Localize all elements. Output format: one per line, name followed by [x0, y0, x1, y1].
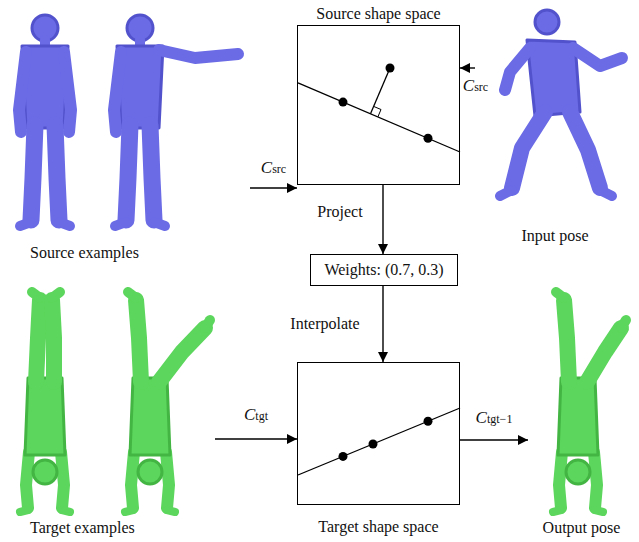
step-label: Project — [317, 203, 362, 221]
node-label: Target shape space — [298, 518, 459, 536]
figure-part — [26, 452, 29, 508]
figure-part — [62, 510, 70, 512]
node-label: Output pose — [543, 519, 621, 537]
figure-part — [339, 98, 348, 107]
figure-part — [159, 50, 238, 58]
arrow-connector — [382, 286, 383, 362]
shape-space-box: Source shape space — [297, 25, 460, 185]
figure-part — [25, 378, 65, 455]
figure-part — [55, 125, 59, 220]
figure-part — [424, 134, 433, 143]
figure-part — [64, 52, 71, 132]
source-space-plot — [298, 64, 460, 153]
figure-part — [131, 452, 134, 508]
figure-part — [31, 125, 35, 220]
figure-part — [205, 320, 210, 328]
node-label: Source examples — [30, 244, 139, 262]
figure-part — [505, 48, 530, 90]
source-figure — [19, 15, 71, 226]
figure-part — [424, 417, 433, 426]
input-figure — [500, 10, 622, 196]
figure-part — [128, 292, 136, 298]
arrow-connector — [382, 185, 383, 254]
figure-part — [32, 292, 40, 298]
figure-part — [553, 510, 561, 512]
figure-part — [374, 106, 381, 117]
output-figure — [553, 292, 626, 512]
figure-part — [150, 125, 154, 220]
figure-part — [59, 222, 70, 226]
pose-group: Output pose — [528, 285, 635, 537]
pose-group: Input pose — [475, 0, 635, 245]
target-figure — [20, 292, 70, 512]
target-space-plot — [298, 408, 460, 475]
figure-part — [339, 452, 348, 461]
figure-part — [130, 378, 170, 455]
figure-part — [386, 64, 395, 73]
figure-part — [564, 300, 569, 382]
node-label: Input pose — [521, 227, 588, 245]
figure-part — [512, 112, 545, 188]
figure-part — [573, 48, 622, 66]
figure-part — [52, 300, 54, 382]
target-figure — [125, 292, 210, 512]
figure-part — [570, 112, 600, 188]
figure-part — [500, 190, 512, 196]
figure-part — [166, 452, 169, 508]
arrow-connector — [460, 439, 528, 440]
figure-part — [535, 10, 559, 34]
figure-part — [154, 222, 165, 226]
transform-label: Ctgt−1 — [476, 409, 513, 428]
figure-part — [159, 328, 205, 382]
figure-part — [61, 452, 64, 508]
figure-part — [126, 125, 130, 220]
figure-part — [566, 460, 590, 484]
node-label: Weights: (0.7, 0.3) — [324, 261, 443, 279]
figure-part — [595, 510, 603, 512]
figure-part — [587, 328, 621, 382]
figure-part — [594, 452, 597, 508]
figure-part — [20, 222, 31, 226]
figure-part — [52, 292, 60, 298]
figure-part — [298, 408, 460, 475]
figure-part — [20, 510, 28, 512]
figure-part — [19, 52, 26, 132]
figure-part — [621, 320, 626, 328]
figure-part — [114, 52, 121, 132]
figure-part — [136, 300, 141, 382]
transform-label: Ctgt — [244, 406, 268, 425]
figure-part — [36, 300, 40, 382]
shape-space-box: Target shape space — [297, 362, 460, 505]
figure-part — [138, 460, 162, 484]
step-label: Interpolate — [290, 315, 359, 333]
figure-part — [371, 68, 391, 114]
figure-part — [33, 460, 57, 484]
arrow-connector — [250, 187, 297, 188]
example-group: Target examples — [0, 285, 215, 537]
figure-part — [167, 510, 175, 512]
transform-label: Csrc — [463, 77, 488, 96]
transform-label: Csrc — [261, 159, 286, 178]
node-label: Target examples — [30, 519, 135, 537]
figure-part — [115, 222, 126, 226]
figure-part — [556, 292, 564, 298]
arrow-connector — [460, 67, 475, 68]
figure-part — [559, 452, 562, 508]
figure-part — [125, 510, 133, 512]
figure-part — [558, 378, 598, 455]
figure-part — [369, 440, 378, 449]
source-figure — [114, 15, 238, 226]
weights-box: Weights: (0.7, 0.3) — [310, 254, 458, 286]
example-group: Source examples — [0, 0, 250, 262]
node-label: Source shape space — [298, 5, 459, 23]
figure-part — [600, 190, 612, 196]
arrow-connector — [215, 438, 297, 439]
